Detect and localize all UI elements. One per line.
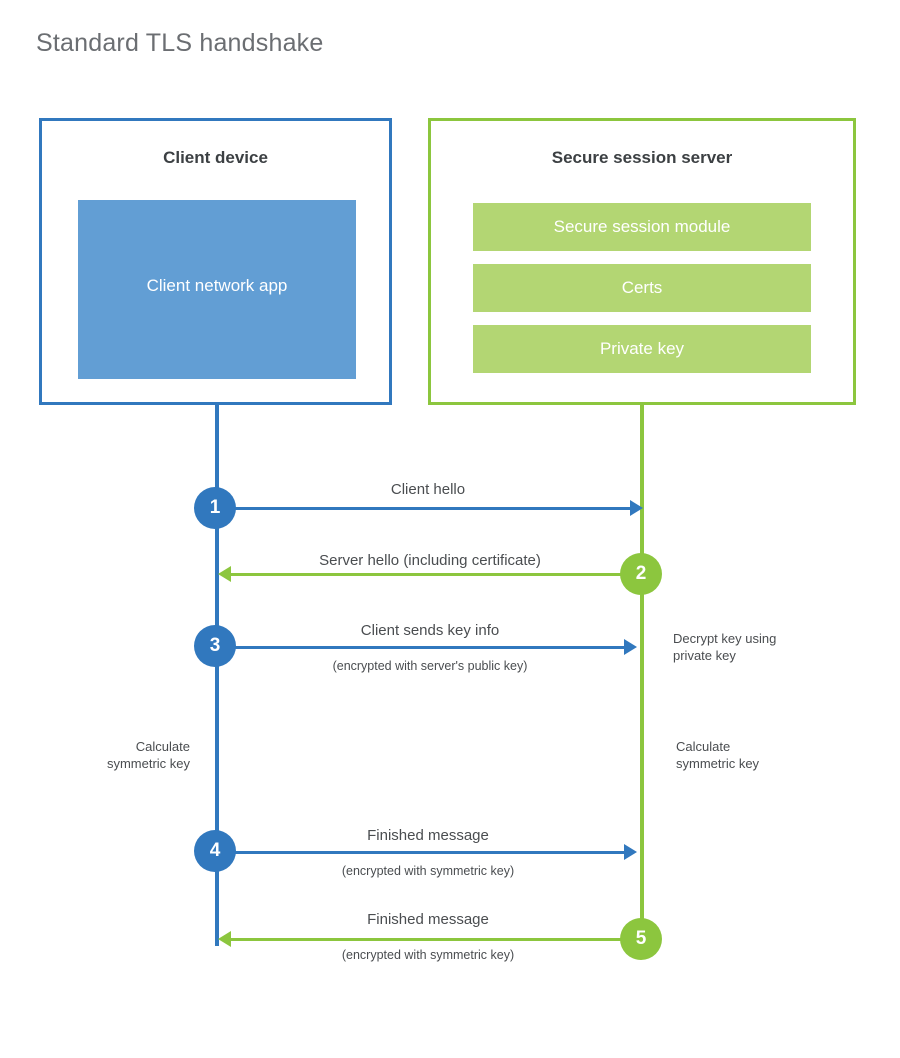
note-server-decrypt-key: Decrypt key using private key — [673, 631, 777, 663]
step-3-marker[interactable]: 3 — [194, 625, 236, 667]
step-2-arrow-head-icon — [218, 566, 231, 582]
step-3-label: Client sends key info — [360, 622, 500, 639]
step-4-arrow-line — [219, 851, 627, 854]
step-3-number: 3 — [209, 635, 221, 656]
step-4-sublabel: (encrypted with symmetric key) — [341, 864, 515, 878]
step-1-arrow-line — [219, 507, 633, 510]
step-5-arrow-head-icon — [218, 931, 231, 947]
server-component-certs: Certs — [473, 264, 811, 312]
client-network-app-box: Client network app — [78, 200, 356, 379]
step-1-arrow-head-icon — [630, 500, 643, 516]
step-1-number: 1 — [209, 497, 221, 518]
step-5-number: 5 — [635, 928, 647, 949]
step-2-marker[interactable]: 2 — [620, 553, 662, 595]
step-3-sublabel: (encrypted with server's public key) — [332, 659, 528, 673]
client-device-panel: Client device Client network app — [39, 118, 392, 405]
step-5-label: Finished message — [367, 911, 489, 928]
step-2-number: 2 — [635, 563, 647, 584]
step-3-arrow-line — [219, 646, 627, 649]
note-client-calculate-symmetric-key: Calculate symmetric key — [106, 739, 190, 771]
secure-session-server-panel: Secure session server Secure session mod… — [428, 118, 856, 405]
note-server-calculate-symmetric-key: Calculate symmetric key — [676, 739, 760, 771]
step-1-marker[interactable]: 1 — [194, 487, 236, 529]
step-4-number: 4 — [209, 840, 221, 861]
client-network-app-label: Client network app — [146, 275, 288, 295]
step-4-marker[interactable]: 4 — [194, 830, 236, 872]
step-5-marker[interactable]: 5 — [620, 918, 662, 960]
secure-session-server-heading: Secure session server — [551, 148, 733, 167]
step-4-arrow-head-icon — [624, 844, 637, 860]
server-lifeline — [640, 404, 644, 940]
server-component-private-key: Private key — [473, 325, 811, 373]
client-lifeline — [215, 404, 219, 946]
step-2-label: Server hello (including certificate) — [319, 552, 541, 569]
step-4-label: Finished message — [367, 827, 489, 844]
step-3-arrow-head-icon — [624, 639, 637, 655]
page-title: Standard TLS handshake — [36, 29, 324, 57]
step-2-arrow-line — [230, 573, 634, 576]
client-device-heading: Client device — [163, 148, 268, 167]
server-components-list: Secure session module Certs Private key — [473, 203, 811, 373]
step-5-arrow-line — [230, 938, 628, 941]
step-5-sublabel: (encrypted with symmetric key) — [341, 948, 515, 962]
server-component-secure-session-module: Secure session module — [473, 203, 811, 251]
step-1-label: Client hello — [390, 481, 466, 498]
